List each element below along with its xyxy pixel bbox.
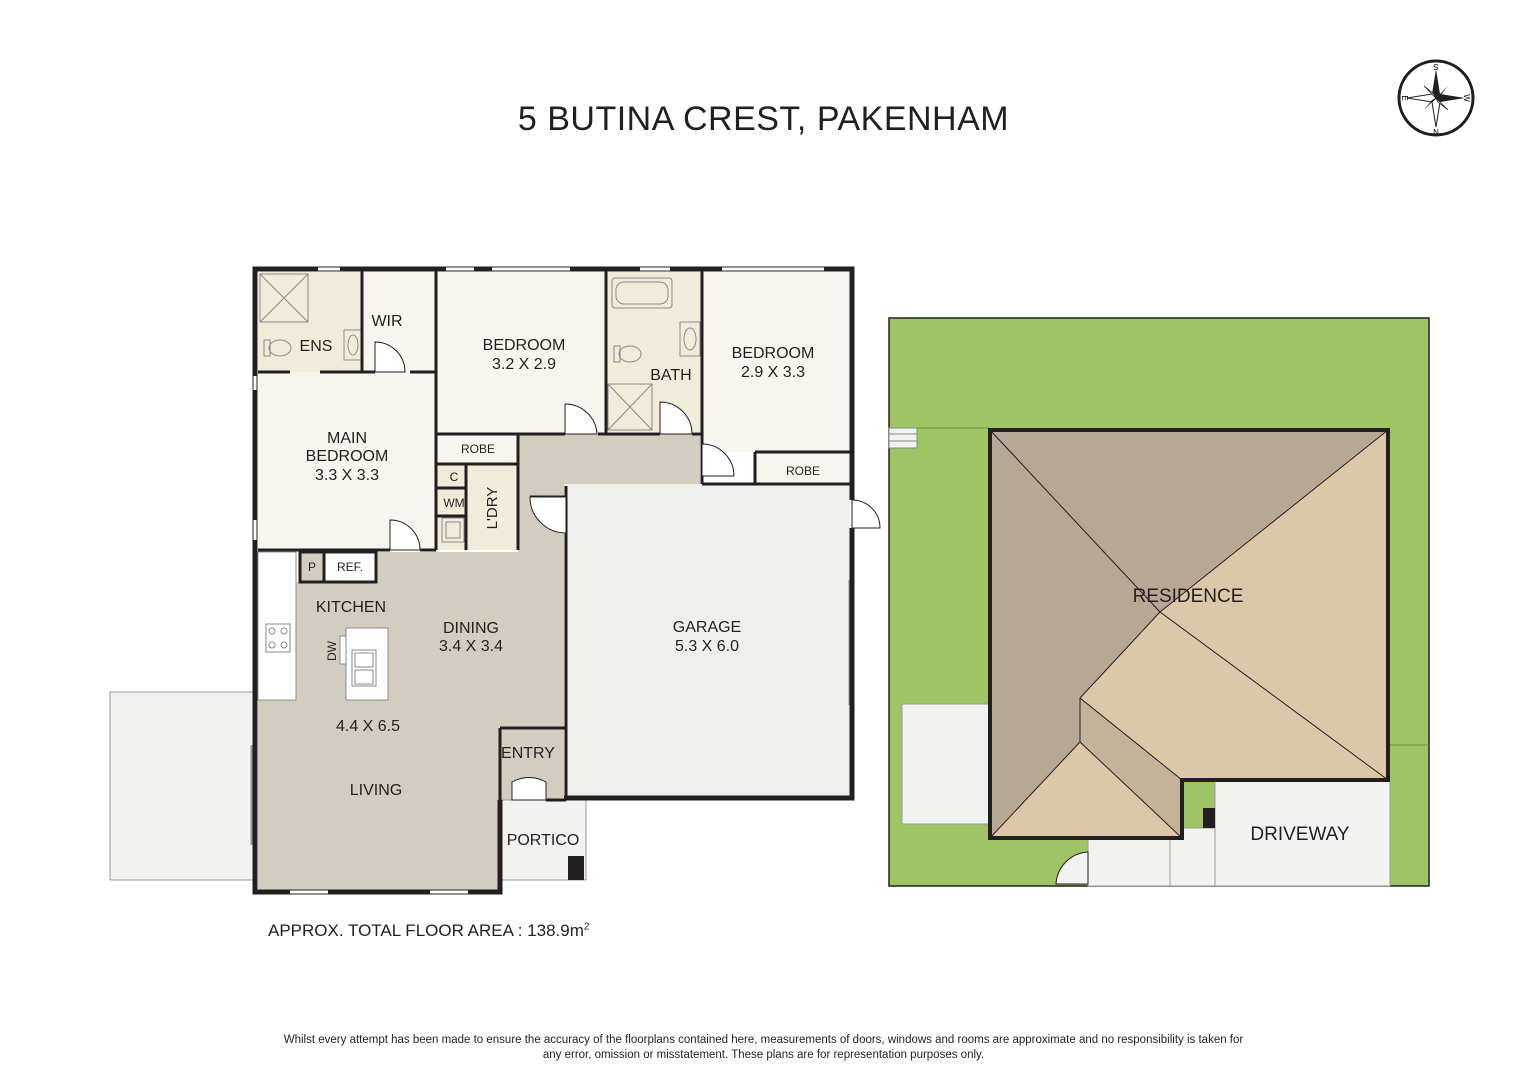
label-dining: DINING [443,620,499,637]
label-driveway: DRIVEWAY [1250,824,1350,845]
label-bedroom-2-size: 3.2 X 2.9 [492,356,556,373]
disclaimer: Whilst every attempt has been made to en… [240,1033,1287,1063]
site-plan: RESIDENCE DRIVEWAY [888,317,1430,887]
alfresco-slab [109,691,254,881]
compass-w: W [1462,94,1471,102]
label-kitchen: KITCHEN [316,599,386,616]
floor-area-label: APPROX. TOTAL FLOOR AREA : 138.9m [268,921,584,940]
compass-e: E [1400,95,1409,100]
disclaimer-line-1: Whilst every attempt has been made to en… [283,1034,1244,1046]
door-laundry [529,496,567,534]
label-wm: WM [443,496,464,510]
label-c: C [450,470,459,484]
cooktop-icon [265,623,291,653]
label-dining-size: 3.4 X 3.4 [439,638,503,655]
label-garage: GARAGE [673,619,741,636]
sink-icon [351,649,377,687]
bathtub-icon [611,277,673,309]
bath-toilet-icon [618,345,642,363]
label-robe-2: ROBE [786,464,820,478]
floor-bath [606,272,702,432]
label-garage-size: 5.3 X 6.0 [675,638,739,655]
label-bedroom-3: BEDROOM [732,345,815,362]
label-ens: ENS [300,338,333,355]
floor-robe-1 [436,434,518,464]
door-garage-side [851,499,881,529]
label-ref: REF. [337,560,363,574]
plan-title: 5 BUTINA CREST, PAKENHAM [517,100,1010,138]
residence-roof [988,428,1390,840]
floor-area: APPROX. TOTAL FLOOR AREA : 138.9m2 [268,921,589,941]
site-door [1055,851,1089,885]
floor-garage [564,484,850,796]
disclaimer-line-2: any error, omission or misstatement. The… [542,1049,985,1061]
door-bath [659,401,693,435]
ensuite-toilet-icon [268,339,292,357]
site-steps [888,427,918,449]
label-main-bedroom-size: 3.3 X 3.3 [315,467,379,484]
compass-icon: S E W N [1397,59,1475,137]
floor-bedroom-3 [702,272,850,452]
label-main-bedroom-1: MAIN [327,430,367,447]
floor-area-unit-sup: 2 [583,921,590,933]
driveway [1214,779,1391,887]
floor-main-bedroom [258,372,436,550]
door-wir [374,341,406,373]
laundry-tub-icon [441,517,465,543]
ensuite-shower-icon [259,273,309,323]
door-entry [511,776,547,801]
door-bedroom-2 [564,403,598,435]
room-labels: ENS WIR BEDROOM 3.2 X 2.9 BATH BEDROOM 2… [300,313,820,849]
label-bedroom-3-size: 2.9 X 3.3 [741,364,805,381]
floor-living [258,434,700,890]
label-main-bedroom-2: BEDROOM [306,448,389,465]
label-living-size: 4.4 X 6.5 [336,718,400,735]
label-laundry: L'DRY [484,487,501,530]
label-wir: WIR [371,313,402,330]
label-residence: RESIDENCE [1133,586,1244,607]
floor-laundry [436,464,518,550]
label-dw: DW [325,640,339,661]
kitchen-island [345,627,389,701]
label-bedroom-2: BEDROOM [483,337,566,354]
compass-n: N [1433,128,1439,137]
bath-basin-icon [679,321,701,357]
label-pantry: P [308,560,316,574]
portico-post [568,856,584,880]
label-robe-1: ROBE [461,442,495,456]
floor-robe-2 [755,452,850,484]
label-entry: ENTRY [501,745,555,762]
site-shed [901,703,991,825]
walls [252,266,881,895]
bath-shower-icon [607,383,653,431]
label-portico: PORTICO [507,832,580,849]
door-bedroom-3 [701,443,735,477]
label-bath: BATH [650,367,691,384]
door-main-bedroom [389,519,421,551]
label-living: LIVING [350,782,402,799]
compass-s: S [1433,62,1438,71]
